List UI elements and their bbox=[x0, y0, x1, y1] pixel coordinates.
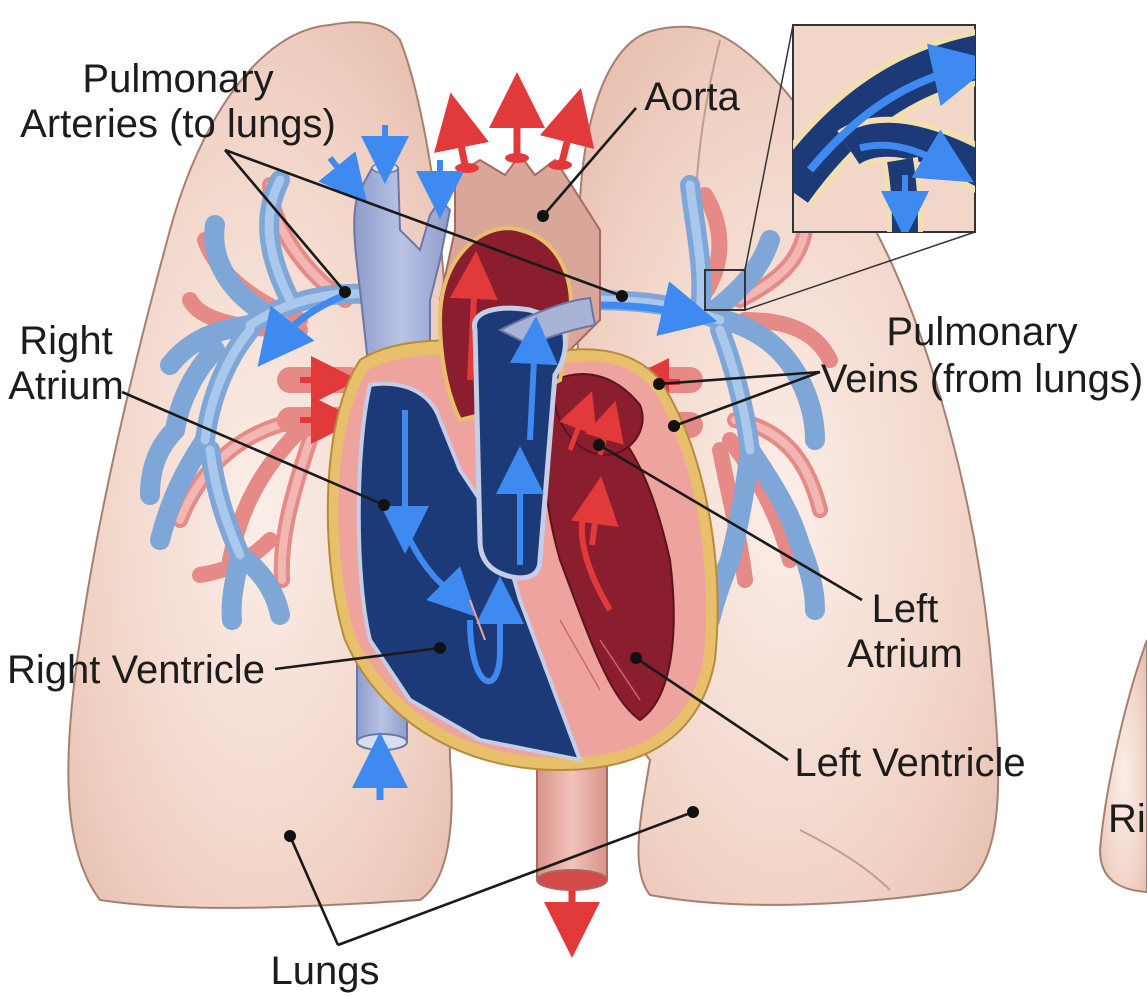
cropped-lung-edge bbox=[1100, 640, 1147, 892]
label-aorta: Aorta bbox=[644, 75, 740, 119]
label-left-atrium-line2: Atrium bbox=[847, 632, 963, 676]
label-pulmonary-arteries-line1: Pulmonary bbox=[82, 57, 273, 101]
label-right-atrium-line2: Atrium bbox=[8, 364, 124, 408]
label-right-atrium-line1: Right bbox=[19, 319, 112, 363]
label-right-ventricle: Right Ventricle bbox=[7, 648, 265, 692]
label-pulmonary-arteries-line2: Arteries (to lungs) bbox=[20, 102, 336, 146]
label-cropped-edge: Ri bbox=[1108, 797, 1146, 841]
label-lungs: Lungs bbox=[271, 949, 380, 993]
label-pulmonary-veins-line2: Veins (from lungs) bbox=[821, 357, 1143, 401]
label-pulmonary-veins-line1: Pulmonary bbox=[886, 310, 1077, 354]
label-left-ventricle: Left Ventricle bbox=[794, 741, 1025, 785]
label-left-atrium-line1: Left bbox=[872, 587, 939, 631]
